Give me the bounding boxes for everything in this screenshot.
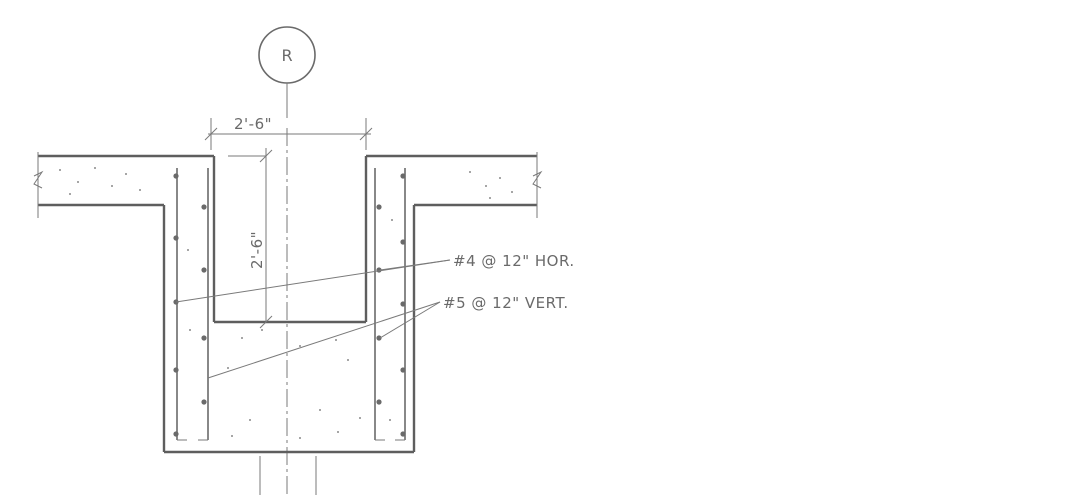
depth-dimension: 2'-6" [228, 148, 273, 329]
note-vertical-bars: #5 @ 12" VERT. [443, 294, 569, 312]
footing-outline [162, 205, 416, 454]
grid-bubble: R [258, 26, 316, 84]
depth-dimension-label: 2'-6" [248, 231, 266, 269]
pit-opening [212, 156, 368, 324]
right-slab [366, 152, 543, 218]
width-dimension: 2'-6" [204, 115, 373, 150]
left-slab [33, 152, 214, 218]
pier-below [259, 456, 317, 495]
width-dimension-label: 2'-6" [234, 115, 272, 133]
vertical-rebar [176, 168, 406, 441]
horizontal-rebar-dots [173, 173, 406, 437]
grid-bubble-label: R [281, 46, 292, 65]
leader-lines [175, 259, 451, 379]
note-horizontal-bars: #4 @ 12" HOR. [453, 252, 575, 270]
concrete-stipple [59, 167, 513, 439]
